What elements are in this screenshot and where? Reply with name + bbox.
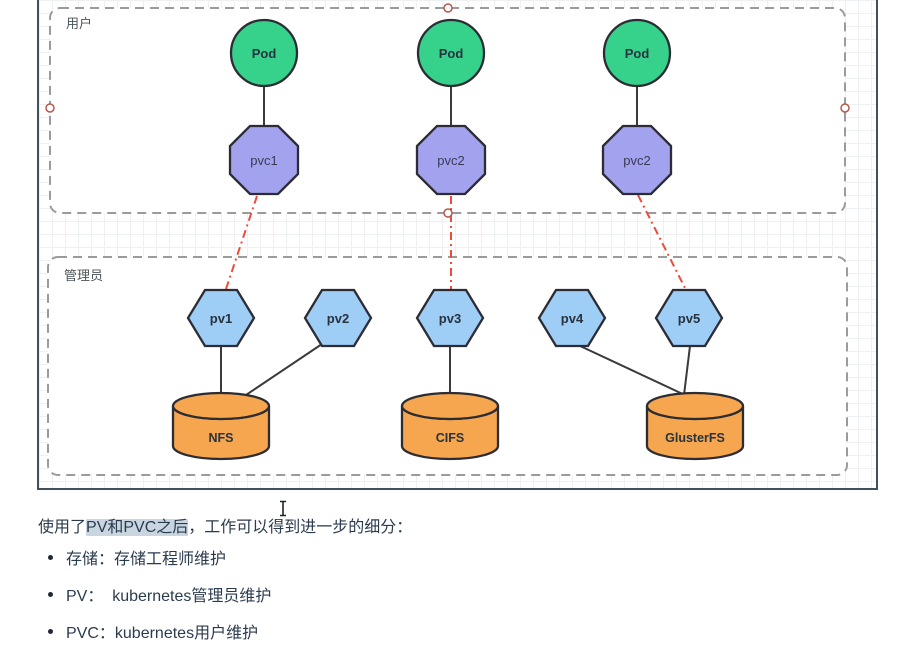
bullet-dot: [48, 591, 53, 597]
admin-group-label: 管理员: [64, 268, 103, 283]
pv-node-5-label: pv5: [678, 311, 700, 326]
pv-node-5: [654, 288, 724, 348]
edge-pv5-glusterfs: [683, 345, 691, 396]
intro-text-before: 使用了: [38, 519, 87, 536]
edge-pv2-nfs: [242, 343, 323, 398]
intro-text-after: ，工作可以得到进一步的细分：: [188, 519, 413, 536]
storage-nfs-top: [171, 391, 271, 421]
list-item-pvc-text: PVC：kubernetes用户维护: [66, 625, 259, 642]
pv-node-2: [303, 288, 373, 348]
storage-nfs-label: NFS: [209, 431, 234, 445]
pv-node-4-label: pv4: [561, 311, 584, 326]
pvc-node-3: [601, 124, 673, 196]
pvc-node-1: [228, 124, 300, 196]
edge-pv4-glusterfs: [577, 344, 688, 397]
list-item-storage-text: 存储：存储工程师维护: [66, 551, 227, 568]
list-item-pv-text: PV： kubernetes管理员维护: [66, 588, 272, 605]
pv-node-4: [537, 288, 607, 348]
pod-node-1: [229, 18, 299, 88]
edge-pvc1-pv1: [225, 195, 258, 290]
anchor-dot-top: [443, 3, 453, 13]
anchor-dot-left: [45, 103, 55, 113]
storage-glusterfs-label: GlusterFS: [665, 431, 725, 445]
list-item-pv: PV： kubernetes管理员维护: [48, 583, 271, 605]
pvc-node-3-label: pvc2: [623, 153, 650, 168]
pod-node-3-label: Pod: [625, 46, 650, 61]
intro-paragraph: 使用了PV和PVC之后，工作可以得到进一步的细分：: [38, 518, 858, 538]
pv-node-3: [415, 288, 485, 348]
pv-node-1-label: pv1: [210, 311, 232, 326]
users-group-label: 用户: [66, 16, 92, 31]
storage-glusterfs-top: [645, 391, 745, 421]
pod-node-2: [416, 18, 486, 88]
list-item-storage: 存储：存储工程师维护: [48, 546, 271, 568]
pod-node-2-label: Pod: [439, 46, 464, 61]
maintenance-bullet-list: 存储：存储工程师维护 PV： kubernetes管理员维护 PVC：kuber…: [48, 546, 271, 657]
pod-node-1-label: Pod: [252, 46, 277, 61]
pvc-node-2: [415, 124, 487, 196]
pv-pvc-diagram: 用户 管理员 Pod Pod Pod pvc1 pvc2 pvc2 pv1 pv…: [45, 3, 850, 476]
bullet-dot: [48, 554, 53, 560]
storage-cifs-label: CIFS: [436, 431, 464, 445]
anchor-dot-right: [840, 103, 850, 113]
bullet-dot: [48, 628, 53, 634]
text-cursor-icon: [280, 500, 286, 517]
list-item-pvc: PVC：kubernetes用户维护: [48, 620, 271, 642]
pv-node-1: [186, 288, 256, 348]
pvc-node-1-label: pvc1: [250, 153, 277, 168]
storage-cifs-top: [400, 391, 500, 421]
anchor-dot-middle: [443, 208, 453, 218]
selected-text-highlight: PV和PVC之后: [86, 519, 189, 536]
pod-node-3: [602, 18, 672, 88]
pv-node-2-label: pv2: [327, 311, 349, 326]
pv-node-3-label: pv3: [439, 311, 461, 326]
pvc-node-2-label: pvc2: [437, 153, 464, 168]
